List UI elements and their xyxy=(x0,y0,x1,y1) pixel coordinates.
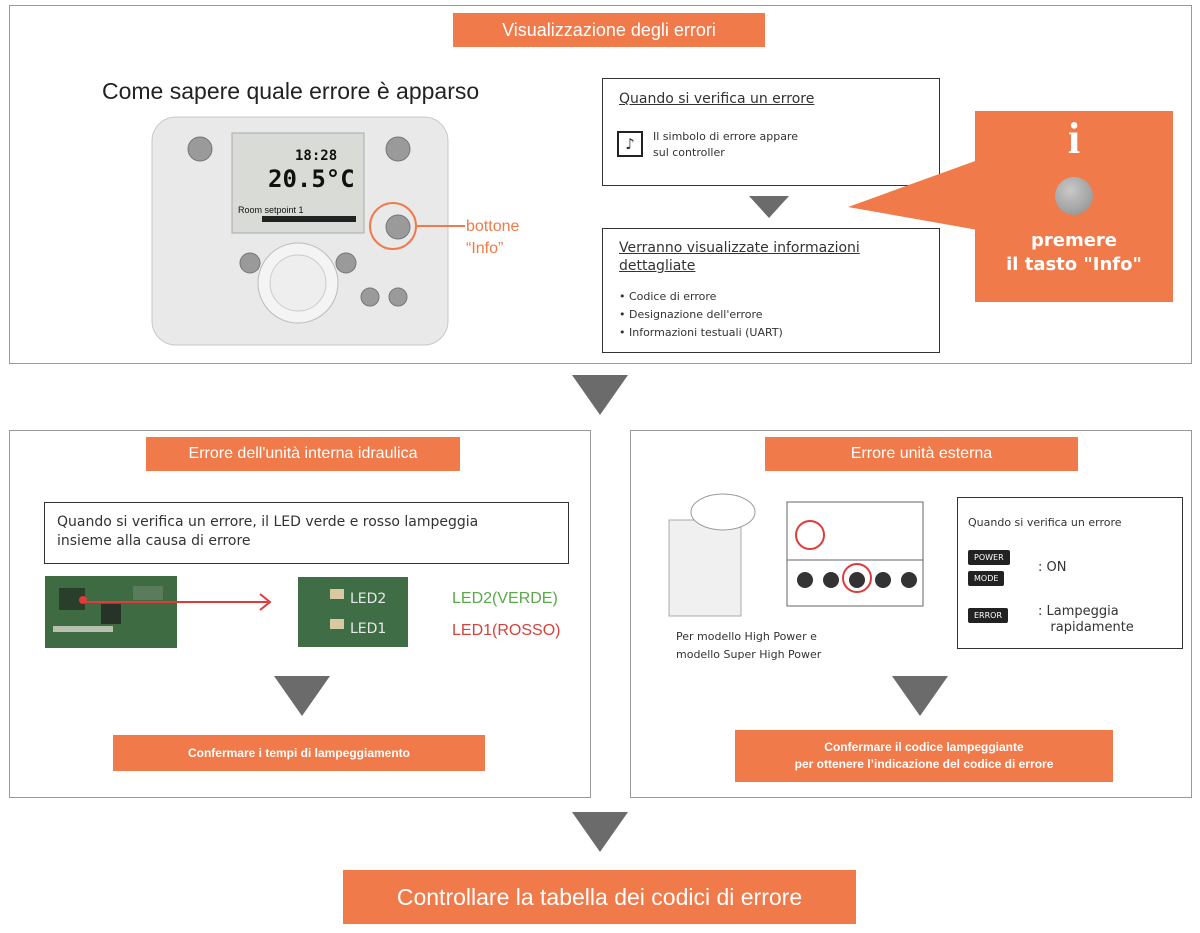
legend-blink: : Lampeggia rapidamente xyxy=(1038,604,1134,635)
indoor-note-box: Quando si verifica un errore, il LED ver… xyxy=(44,502,569,564)
top-heading: Come sapere quale errore è apparso xyxy=(102,78,480,104)
led2-label: LED2(VERDE) xyxy=(452,590,558,607)
svg-text:LED2: LED2 xyxy=(350,591,386,607)
error-indicator: ERROR xyxy=(968,608,1009,623)
arrow-indoor xyxy=(274,676,330,716)
outdoor-caption: Per modello High Power e modello Super H… xyxy=(676,630,822,661)
led-closeup-photo: LED2 LED1 xyxy=(298,577,408,647)
details-item-1: • Codice di errore xyxy=(619,290,717,303)
error-occurs-title: Quando si verifica un errore xyxy=(619,91,815,107)
pcb-photo xyxy=(45,576,177,648)
red-arrow xyxy=(80,593,272,611)
indoor-note: Quando si verifica un errore, il LED ver… xyxy=(57,514,479,549)
led1-label: LED1(ROSSO) xyxy=(452,622,561,639)
info-icon: i xyxy=(1067,114,1081,163)
mode-indicator: MODE xyxy=(968,571,1005,586)
arrow-outdoor xyxy=(892,676,948,716)
info-button-highlight xyxy=(369,202,417,250)
callout-pointer xyxy=(848,160,978,230)
arrow-top-to-middle xyxy=(572,375,628,415)
bottone-pointer xyxy=(417,225,465,227)
arrow-to-final xyxy=(572,812,628,852)
info-button-icon xyxy=(1055,177,1093,215)
indoor-tab: Errore dell'unità interna idraulica xyxy=(146,437,460,471)
info-callout: i premere il tasto "Info" xyxy=(975,111,1173,302)
error-occurs-box: Quando si verifica un errore ♪ Il simbol… xyxy=(602,78,940,186)
outdoor-legend-box: Quando si verifica un errore POWER MODE … xyxy=(957,497,1183,649)
lcd-temp: 20.5°C xyxy=(268,165,355,193)
power-indicator: POWER xyxy=(968,550,1010,565)
error-symbol-text: Il simbolo di errore appare sul controll… xyxy=(653,130,798,159)
legend-on: : ON xyxy=(1038,560,1067,575)
details-title: Verranno visualizzate informazioni detta… xyxy=(619,240,860,274)
indoor-action: Confermare i tempi di lampeggiamento xyxy=(113,735,485,771)
lcd-time: 18:28 xyxy=(295,148,337,164)
details-item-2: • Designazione dell'errore xyxy=(619,308,763,321)
legend-title: Quando si verifica un errore xyxy=(968,516,1122,529)
outdoor-action: Confermare il codice lampeggiante per ot… xyxy=(735,730,1113,782)
top-tab: Visualizzazione degli errori xyxy=(453,13,765,47)
info-callout-text: premere il tasto "Info" xyxy=(1006,230,1142,275)
bell-icon: ♪ xyxy=(617,131,643,157)
bottone-label: bottone “Info” xyxy=(466,218,520,257)
details-box: Verranno visualizzate informazioni detta… xyxy=(602,228,940,353)
final-action: Controllare la tabella dei codici di err… xyxy=(343,870,856,924)
arrow-box1-box2 xyxy=(749,196,789,218)
outdoor-unit-illustration xyxy=(668,493,924,617)
controller-illustration: 18:28 20.5°C Room setpoint 1 xyxy=(151,116,449,346)
outdoor-tab: Errore unità esterna xyxy=(765,437,1078,471)
svg-text:LED1: LED1 xyxy=(350,621,386,637)
details-item-3: • Informazioni testuali (UART) xyxy=(619,326,783,339)
lcd-line: Room setpoint 1 xyxy=(238,205,304,215)
